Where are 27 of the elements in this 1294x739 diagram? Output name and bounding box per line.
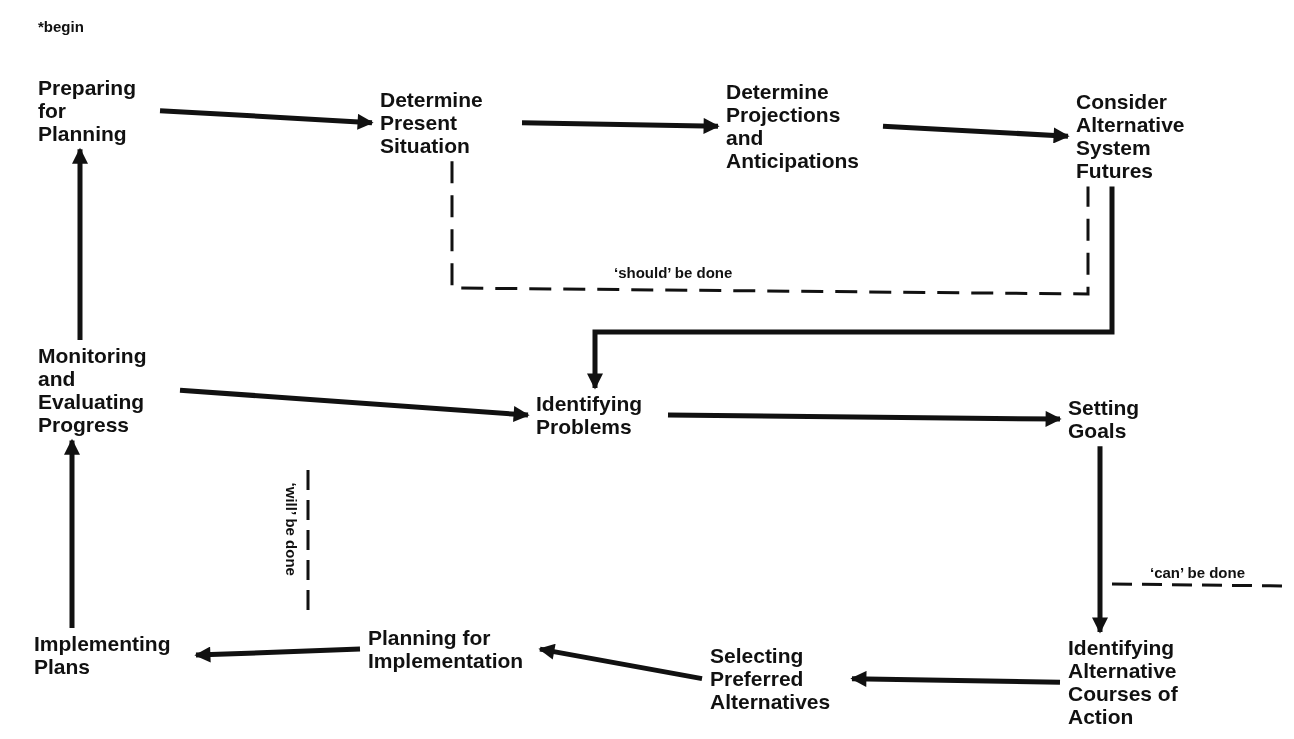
step-label: Determine Projections and Anticipations [718, 76, 883, 177]
arrow [521, 117, 720, 134]
start-note: *begin [38, 17, 84, 37]
arrow [179, 387, 530, 423]
zone-label: ‘will’ be done [282, 481, 302, 578]
arrow [1092, 446, 1108, 634]
step-label: Determine Present Situation [372, 84, 522, 162]
step-label: Implementing Plans [26, 628, 196, 683]
arrow [194, 646, 361, 663]
step-label: Identifying Alternative Courses of Action [1060, 632, 1210, 733]
step-label: Setting Goals [1060, 392, 1170, 447]
arrow [538, 643, 703, 682]
step-label: Identifying Problems [528, 388, 668, 443]
step-label: Planning for Implementation [360, 622, 540, 677]
step-label: Consider Alternative System Futures [1068, 86, 1218, 187]
arrow [72, 147, 88, 340]
arrow [850, 670, 1061, 687]
arrow [667, 410, 1062, 427]
step-label: Monitoring and Evaluating Progress [30, 340, 180, 441]
dashed-connector [450, 161, 1090, 296]
zone-label: ‘can’ be done [1150, 563, 1246, 583]
arrow [159, 108, 374, 130]
step-label: Selecting Preferred Alternatives [702, 640, 852, 718]
arrow [882, 123, 1070, 144]
step-label: Preparing for Planning [30, 72, 160, 150]
arrow [64, 438, 80, 628]
arrow [587, 186, 1115, 390]
